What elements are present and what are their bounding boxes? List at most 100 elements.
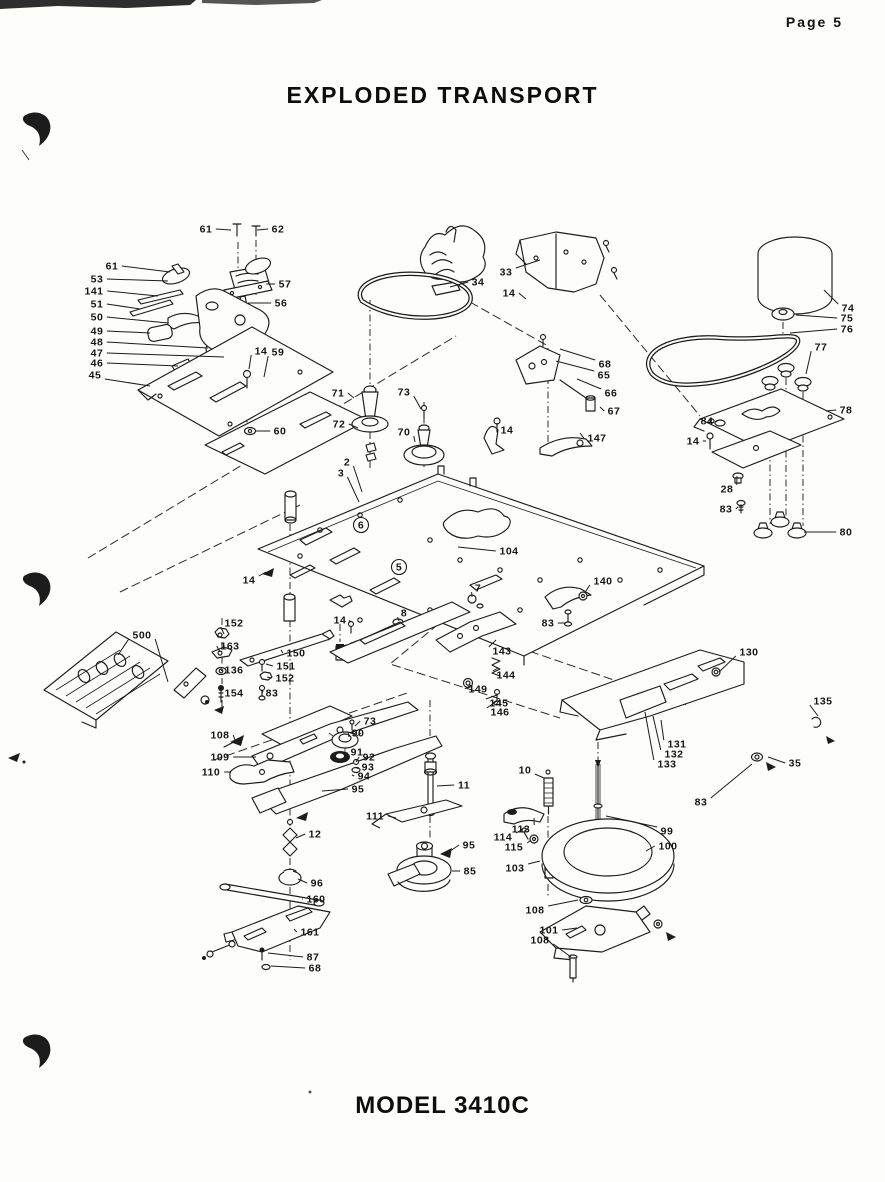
leader-line [106, 362, 179, 367]
leader-line [267, 952, 304, 958]
leader-line [265, 663, 273, 667]
part-label-87: 87 [307, 952, 320, 964]
leader-line [220, 626, 225, 635]
part-label-61: 61 [106, 261, 119, 273]
part-label-70: 70 [398, 427, 411, 439]
part-label-83: 83 [695, 797, 708, 809]
leader-line [107, 290, 159, 297]
leader-line [652, 715, 662, 751]
leader-line [121, 265, 171, 273]
leader-line [321, 788, 349, 792]
part-label-78: 78 [840, 405, 853, 417]
part-label-53: 53 [91, 274, 104, 286]
feet-80 [753, 511, 807, 539]
part-label-77: 77 [815, 342, 828, 354]
part-label-14: 14 [255, 346, 268, 358]
part-label-85: 85 [464, 866, 477, 878]
leader-line [515, 828, 524, 834]
part-label-6: 6 [358, 520, 364, 532]
leader-line [579, 432, 585, 439]
part-label-59: 59 [272, 347, 285, 359]
model-caption: MODEL 3410C [355, 1092, 530, 1119]
leader-line [789, 328, 838, 334]
leader-line [492, 667, 499, 672]
page-title: EXPLODED TRANSPORT [286, 82, 599, 108]
part-label-47: 47 [91, 348, 104, 360]
leader-line [823, 289, 839, 305]
leader-line [297, 878, 308, 884]
leader-line [345, 751, 348, 756]
leader-line [518, 292, 527, 300]
part-label-131: 131 [667, 739, 686, 751]
leader-line [576, 378, 602, 390]
part-label-135: 135 [813, 696, 832, 708]
part-label-108: 108 [530, 935, 549, 947]
part-label-110: 110 [202, 767, 220, 779]
part-label-113: 113 [512, 824, 530, 836]
part-label-109: 109 [210, 752, 229, 764]
leader-line [348, 423, 359, 429]
part-label-12: 12 [309, 829, 322, 841]
part-label-93: 93 [362, 762, 375, 774]
part-label-104: 104 [499, 546, 518, 558]
leader-line [347, 392, 355, 399]
part-label-28: 28 [721, 484, 734, 496]
part-label-65: 65 [598, 370, 611, 382]
part-label-83: 83 [720, 504, 733, 516]
leader-line [106, 341, 209, 349]
leader-line [486, 700, 498, 709]
part-label-163: 163 [220, 641, 239, 653]
part-label-132: 132 [664, 749, 683, 761]
part-label-92: 92 [363, 752, 376, 764]
part-label-66: 66 [605, 388, 618, 400]
part-label-14: 14 [243, 575, 256, 587]
part-label-145: 145 [489, 698, 508, 710]
leader-line [449, 281, 469, 288]
part-label-72: 72 [333, 419, 346, 431]
leader-line [413, 435, 416, 443]
leader-line [488, 639, 497, 648]
part-label-73: 73 [398, 387, 411, 399]
part-label-152: 152 [275, 673, 294, 685]
leader-line [485, 694, 498, 700]
part-label-2: 2 [344, 457, 350, 469]
part-label-51: 51 [91, 299, 104, 311]
part-label-10: 10 [519, 765, 532, 777]
leader-line [825, 409, 837, 412]
part-label-5: 5 [396, 562, 402, 574]
leader-line [436, 784, 455, 787]
leader-line [347, 732, 350, 738]
part-label-108: 108 [210, 730, 229, 742]
part-label-133: 133 [657, 759, 676, 771]
part-label-160: 160 [306, 894, 325, 906]
part-label-84: 84 [701, 416, 714, 428]
leader-line [346, 476, 360, 503]
part-label-35: 35 [789, 758, 802, 770]
leader-line [388, 815, 397, 819]
leader-line [397, 616, 400, 622]
part-label-33: 33 [500, 267, 513, 279]
part-label-56: 56 [275, 298, 288, 310]
leader-line [585, 584, 591, 592]
leader-line [154, 638, 169, 683]
leader-line [515, 259, 541, 269]
part-label-11: 11 [458, 780, 470, 792]
leader-line [562, 927, 578, 931]
leader-line [215, 228, 232, 231]
leader-line [348, 619, 351, 624]
leader-line [552, 943, 572, 958]
leader-line [599, 406, 605, 412]
part-label-99: 99 [661, 826, 674, 838]
part-label-141: 141 [84, 286, 103, 298]
leader-line [106, 303, 141, 310]
circled-part-number [390, 558, 408, 576]
leader-line [354, 720, 361, 727]
part-label-14: 14 [334, 615, 347, 627]
part-label-68: 68 [599, 359, 612, 371]
leader-line [263, 355, 269, 378]
part-label-3: 3 [338, 468, 344, 480]
part-label-94: 94 [358, 771, 371, 783]
part-label-46: 46 [91, 358, 104, 370]
